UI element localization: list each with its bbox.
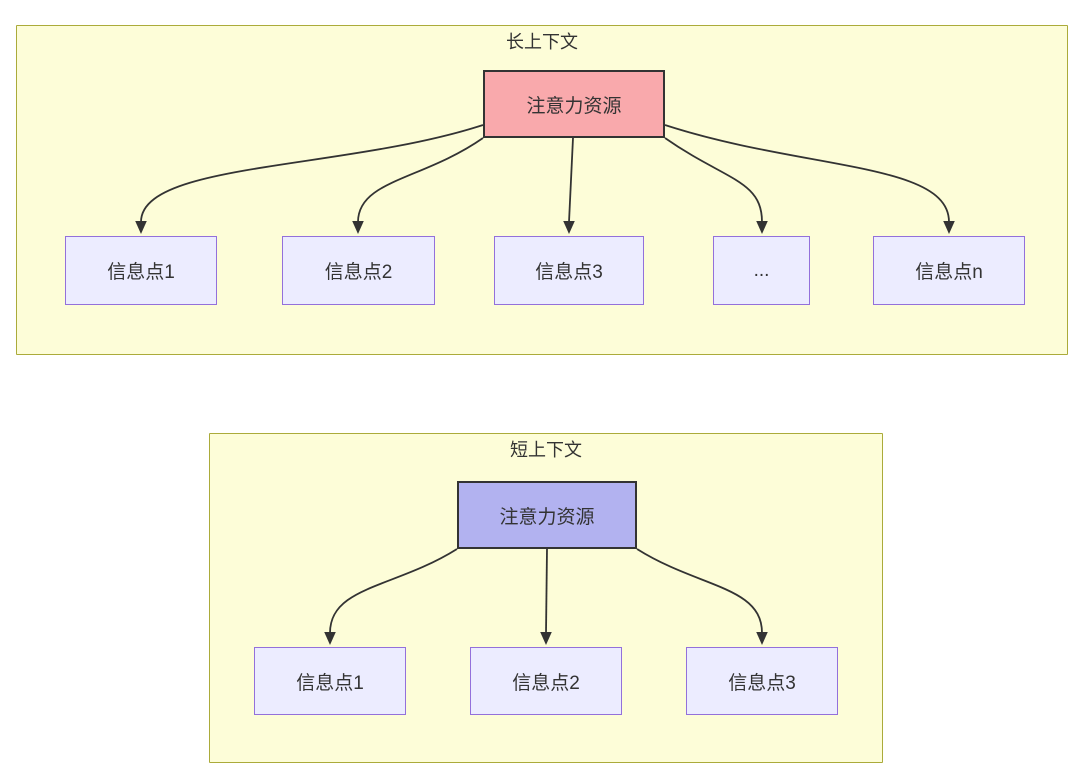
short-context-target-node: 信息点3: [686, 647, 838, 715]
arrowhead-icon: [943, 221, 955, 234]
arrowhead-icon: [352, 221, 364, 234]
long-context-target-node: ...: [713, 236, 810, 305]
long-context-target-node: 信息点1: [65, 236, 217, 305]
edge-connector: [329, 548, 458, 634]
long-context-target-node: 信息点2: [282, 236, 435, 305]
arrowhead-icon: [324, 632, 336, 645]
arrowhead-icon: [540, 632, 552, 645]
arrowhead-icon: [756, 221, 768, 234]
short-context-target-node: 信息点1: [254, 647, 406, 715]
long-context-title: 长上下文: [506, 32, 578, 52]
short-context-target-node: 信息点2: [470, 647, 622, 715]
long-context-source-node: 注意力资源: [483, 70, 665, 138]
edge-connector: [140, 124, 484, 223]
short-context-source-node: 注意力资源: [457, 481, 637, 549]
arrowhead-icon: [563, 221, 575, 234]
arrowhead-icon: [756, 632, 768, 645]
edge-connector: [357, 137, 484, 223]
long-context-target-node: 信息点3: [494, 236, 644, 305]
edge-connector: [568, 137, 574, 223]
arrowhead-icon: [135, 221, 147, 234]
long-context-target-node: 信息点n: [873, 236, 1025, 305]
short-context-title: 短上下文: [510, 440, 582, 460]
edge-connector: [545, 548, 548, 634]
edge-connector: [664, 124, 950, 223]
edge-connector: [636, 548, 763, 634]
edge-connector: [664, 137, 763, 223]
